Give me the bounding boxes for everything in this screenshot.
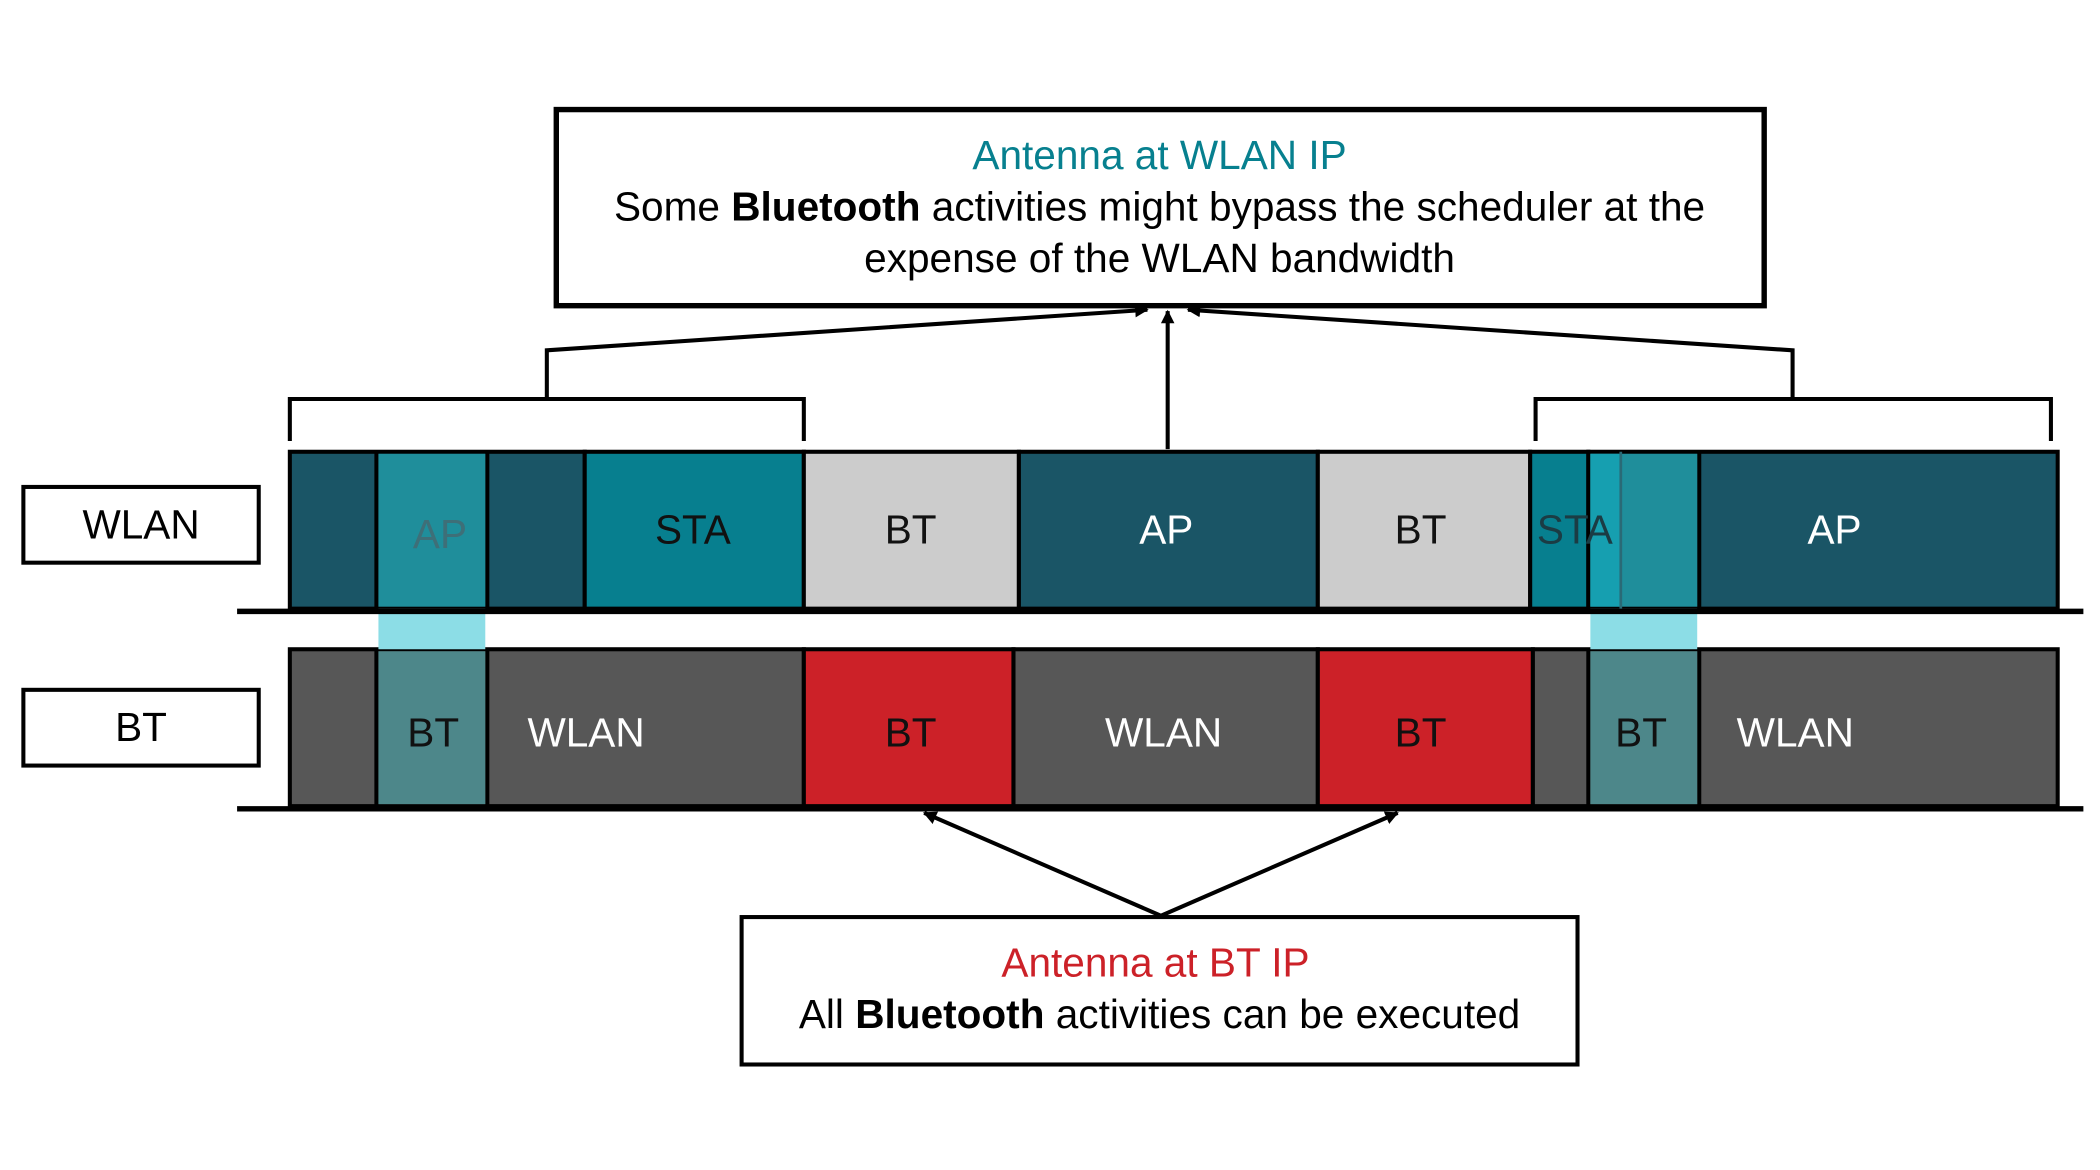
wlan-ap-2-label: AP (1139, 507, 1193, 553)
bt-bt-1-label: BT (407, 710, 459, 756)
row-label-wlan-text: WLAN (82, 501, 199, 547)
bottom-callout-line1-post: activities can be executed (1044, 991, 1520, 1037)
bottom-callout: Antenna at BT IP All Bluetooth activitie… (739, 915, 1580, 1067)
bt-row (287, 647, 2060, 809)
bottom-callout-line1: All Bluetooth activities can be executed (799, 991, 1520, 1037)
wlan-sta-2-label: STA (1537, 507, 1613, 553)
overlay-wlan-part-right-highlight (1590, 453, 1621, 607)
top-callout-line1: Some Bluetooth activities might bypass t… (614, 183, 1705, 229)
arrow-to-bt-red-1 (922, 811, 1162, 918)
connectors-bottom (922, 811, 1399, 918)
bracket-right (1533, 396, 2053, 441)
bypass-overlay-left (378, 453, 486, 805)
connectors-top (287, 303, 2053, 450)
wlan-segment-sta-1 (582, 449, 806, 611)
wlan-ap-1-label: AP (413, 511, 467, 557)
row-label-bt-box (21, 687, 261, 768)
arrow-to-bt-red-2 (1160, 811, 1399, 918)
overlay-bt-part-left (378, 651, 486, 805)
overlay-wlan-part-left (378, 453, 486, 607)
bt-wlan-2-label: WLAN (1105, 710, 1222, 756)
wlan-bt-1-label: BT (885, 507, 937, 553)
bt-segment-wlan-2 (1011, 647, 1320, 809)
row-label-bt-text: BT (115, 704, 167, 750)
bt-bt-2-label: BT (885, 710, 937, 756)
bt-segment-bt-red-1 (801, 647, 1016, 809)
bracket-left-stem (544, 303, 1149, 400)
row-label-bt: BT (21, 687, 261, 768)
top-callout-line1-bold: Bluetooth (731, 183, 920, 229)
top-callout-title: Antenna at WLAN IP (972, 132, 1346, 178)
bottom-callout-line1-pre: All (799, 991, 855, 1037)
bottom-callout-title: Antenna at BT IP (1001, 940, 1309, 986)
wlan-ap-3-label: AP (1807, 507, 1861, 553)
bt-bt-3-label: BT (1395, 710, 1447, 756)
bracket-right-stem (1186, 303, 1795, 400)
top-callout: Antenna at WLAN IP Some Bluetooth activi… (553, 106, 1767, 309)
bypass-overlay-right (1590, 451, 1698, 805)
bt-wlan-3-label: WLAN (1737, 710, 1854, 756)
row-label-wlan-box (21, 484, 261, 565)
bracket-left (287, 396, 806, 441)
overlay-gap-part-left (378, 608, 486, 650)
bt-wlan-1-label: WLAN (527, 710, 644, 756)
bottom-callout-box (739, 915, 1580, 1067)
overlay-gap-part-right (1590, 608, 1698, 650)
bt-bt-4-label: BT (1615, 710, 1667, 756)
wlan-bt-2-label: BT (1395, 507, 1447, 553)
wlan-sta-1-label: STA (655, 507, 731, 553)
top-callout-box (553, 106, 1767, 309)
top-callout-line1-post: activities might bypass the scheduler at… (920, 183, 1705, 229)
bottom-callout-line1-bold: Bluetooth (855, 991, 1044, 1037)
top-callout-line1-pre: Some (614, 183, 731, 229)
overlay-bt-part-right (1590, 651, 1698, 805)
row-label-wlan: WLAN (21, 484, 261, 565)
top-callout-line2: expense of the WLAN bandwidth (864, 235, 1455, 281)
